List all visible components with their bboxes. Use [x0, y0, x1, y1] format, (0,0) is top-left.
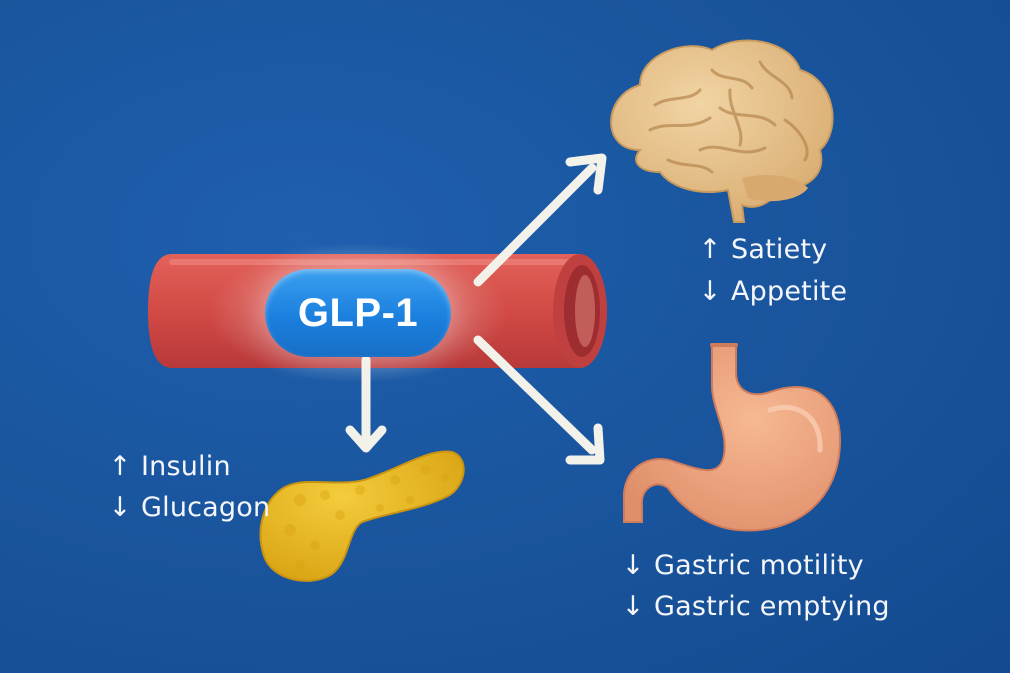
brain-icon	[610, 39, 834, 223]
down-arrow-icon: ↓	[108, 492, 132, 523]
hormone-label: GLP-1	[297, 290, 419, 335]
down-arrow-icon: ↓	[621, 591, 645, 622]
arrow-to-brain	[473, 153, 607, 287]
stomach-effect-motility: ↓Gastric motility	[618, 552, 864, 579]
brain-effect-appetite: ↓Appetite	[695, 278, 847, 305]
pancreas-effect-glucagon: ↓Glucagon	[105, 492, 271, 523]
down-arrow-icon: ↓	[698, 276, 722, 307]
stomach-icon	[622, 343, 842, 532]
arrow-to-stomach	[473, 335, 605, 465]
brain-effect-satiety: ↑Satiety	[695, 234, 828, 265]
down-arrow-icon: ↓	[621, 550, 645, 581]
pancreas-effect-insulin: ↑Insulin	[105, 453, 231, 480]
arrow-to-pancreas	[345, 355, 387, 453]
glp1-pill: GLP-1	[265, 269, 451, 357]
pancreas-icon	[259, 450, 465, 582]
stomach-effect-emptying: ↓Gastric emptying	[618, 593, 890, 620]
up-arrow-icon: ↑	[108, 451, 132, 482]
up-arrow-icon: ↑	[698, 234, 722, 265]
